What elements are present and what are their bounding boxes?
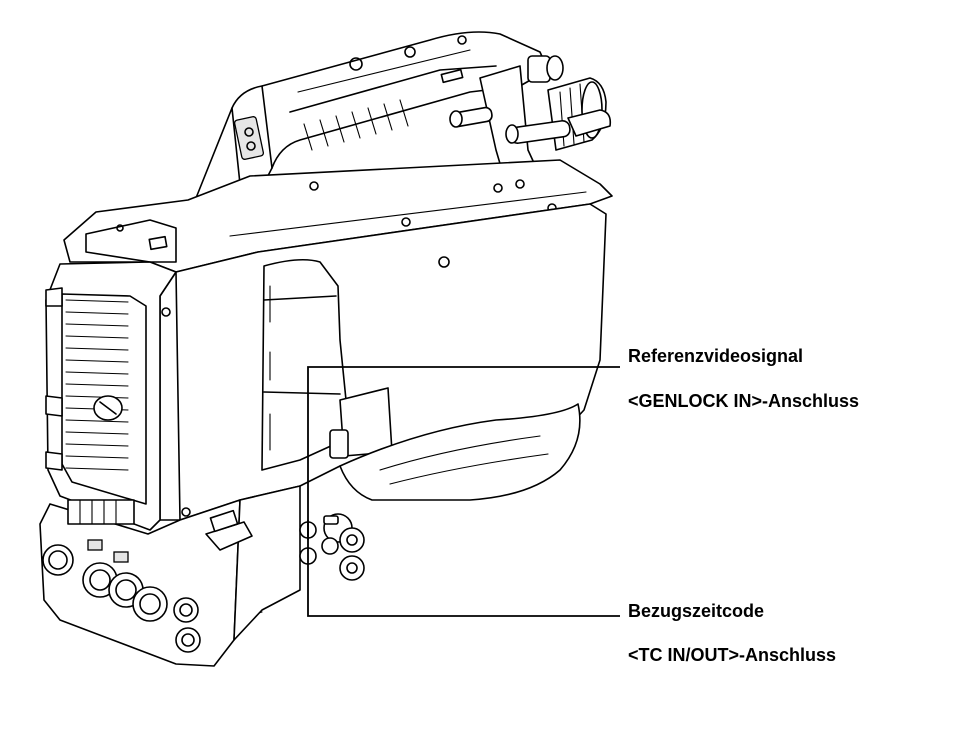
callout-leaders: [307, 366, 620, 617]
body-top: [63, 159, 613, 273]
connector-block: [39, 499, 277, 667]
genlock-callout-title: Referenzvideosignal: [628, 346, 804, 366]
side-port-area: [205, 485, 365, 641]
front-handle-holder: [449, 55, 612, 185]
tc-callout-title: Bezugszeitcode: [628, 601, 765, 621]
carry-handle: [187, 31, 549, 223]
shoulder-pad: [339, 403, 581, 501]
rear-panel: [45, 261, 177, 531]
tc-callout-connector: <TC IN/OUT>-Anschluss: [628, 645, 837, 665]
genlock-callout-connector: <GENLOCK IN>-Anschluss: [628, 391, 860, 411]
